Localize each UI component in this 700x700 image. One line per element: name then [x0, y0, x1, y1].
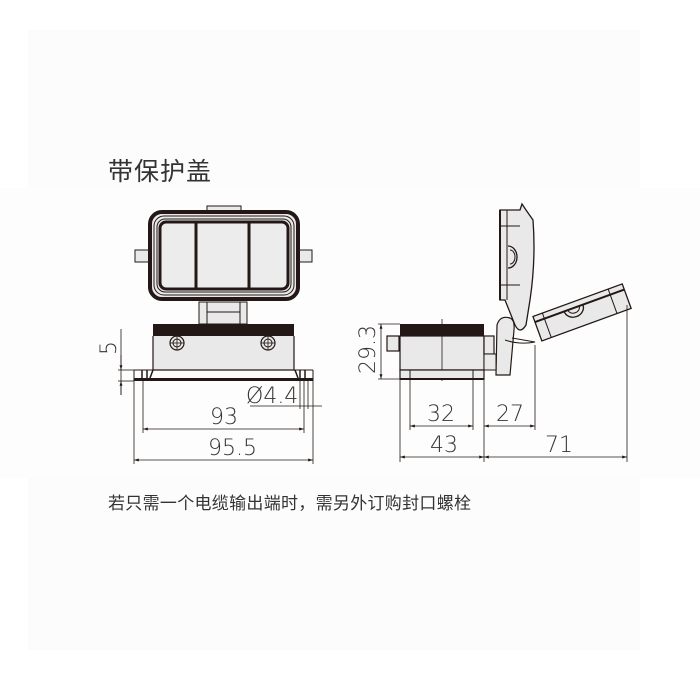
- dim-hole-spacing: 93: [210, 405, 238, 430]
- dim-hole-diameter: Ø4.4: [246, 384, 298, 409]
- front-view: [118, 205, 322, 464]
- dim-inner-width: 32: [427, 402, 455, 427]
- side-view: [378, 202, 632, 462]
- ordering-note: 若只需一个电缆输出端时，需另外订购封口螺栓: [108, 494, 472, 514]
- dim-base-width: 43: [430, 433, 458, 458]
- dim-side-height: 29.3: [356, 325, 381, 374]
- dim-overall-width: 95.5: [208, 436, 257, 461]
- screw-icon: [169, 335, 185, 351]
- drawing-band: [0, 188, 700, 478]
- dim-flange-height: 5: [97, 341, 122, 355]
- drawing-title: 带保护盖: [108, 157, 213, 186]
- screw-icon: [260, 335, 276, 351]
- dim-hinge-offset: 27: [496, 402, 524, 427]
- dim-cover-open-depth: 71: [545, 433, 573, 458]
